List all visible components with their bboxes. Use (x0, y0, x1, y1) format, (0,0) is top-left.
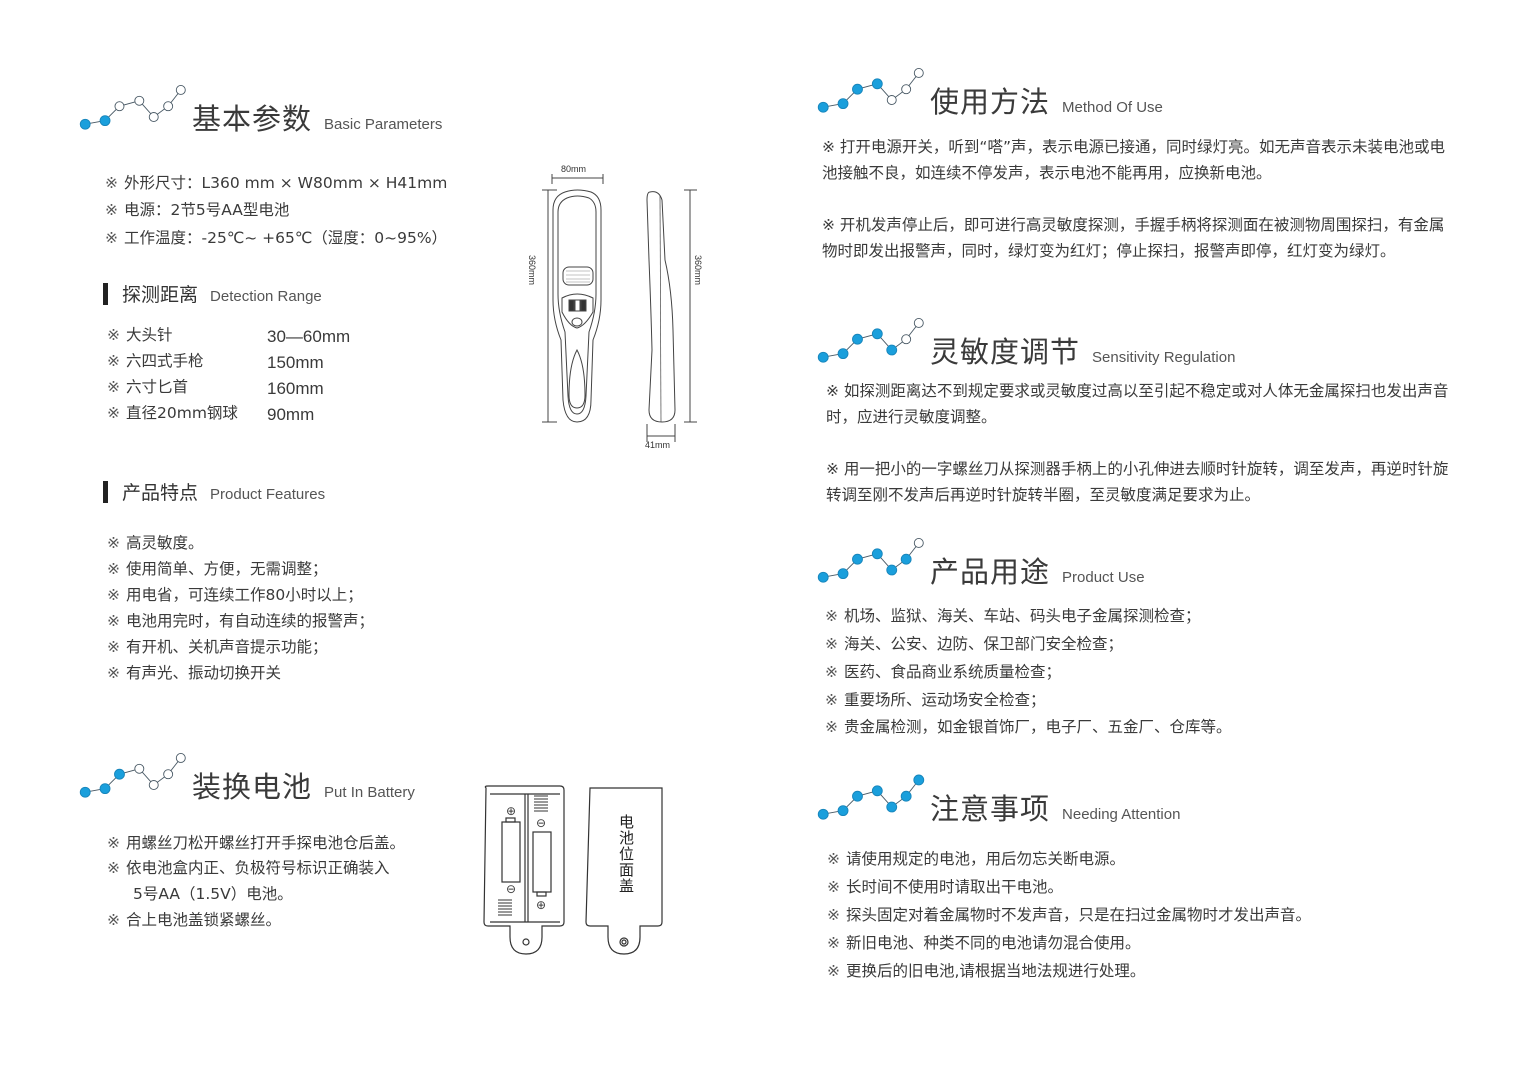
progress-dots-icon (817, 774, 925, 820)
section-title-en: Product Use (1062, 569, 1145, 586)
section-title-zh: 灵敏度调节 (930, 335, 1081, 369)
attention-item: ※探头固定对着金属物时不发声音，只是在扫过金属物时才发出声音。 (827, 906, 1312, 924)
section-product-use: 产品用途 Product Use (816, 535, 1145, 587)
feature-item: ※有开机、关机声音提示功能； (107, 638, 328, 656)
battery-step: ※依电池盒内正、负极符号标识正确装入 (107, 859, 390, 877)
progress-dots-icon (817, 318, 924, 363)
section-product-features: 产品特点 Product Features (103, 481, 325, 503)
feature-item: ※使用简单、方便，无需调整； (107, 560, 328, 578)
attention-item: ※请使用规定的电池，用后勿忘关断电源。 (827, 850, 1126, 868)
negative-terminal-icon: ⊖ (536, 816, 547, 830)
progress-dots-icon (817, 68, 924, 113)
section-title-en: Sensitivity Regulation (1092, 349, 1236, 366)
progress-dots-icon (817, 538, 924, 583)
metal-detector-drawing (542, 174, 697, 442)
section-detection-range: 探测距离 Detection Range (103, 283, 322, 305)
use-item: ※机场、监狱、海关、车站、码头电子金属探测检查； (825, 607, 1201, 625)
section-title-en: Put In Battery (324, 784, 415, 801)
battery-step: ※合上电池盖锁紧螺丝。 (107, 911, 282, 929)
feature-item: ※有声光、振动切换开关 (107, 664, 282, 682)
battery-box-drawing (483, 785, 663, 955)
section-title-zh: 探测距离 (122, 284, 199, 306)
sensitivity-paragraph: ※ 用一把小的一字螺丝刀从探测器手柄上的小孔伸进去顺时针旋转，调至发声，再逆时针… (826, 460, 1449, 504)
negative-terminal-icon: ⊖ (506, 882, 517, 896)
section-title-zh: 产品用途 (930, 555, 1051, 589)
section-title-zh: 装换电池 (192, 770, 313, 804)
usage-paragraph: ※ 打开电源开关，听到“嗒”声，表示电源已接通，同时绿灯亮。如无声音表示未装电池… (822, 138, 1445, 182)
section-put-in-battery: 装换电池 Put In Battery (78, 750, 415, 802)
positive-terminal-icon: ⊕ (506, 804, 517, 818)
section-needing-attention: 注意事项 Needing Attention (816, 772, 1180, 824)
progress-dots-icon (79, 753, 186, 798)
section-basic-parameters: 基本参数 Basic Parameters (78, 82, 442, 134)
section-title-zh: 注意事项 (930, 792, 1051, 826)
section-bar (103, 481, 108, 503)
attention-item: ※更换后的旧电池,请根据当地法规进行处理。 (827, 962, 1146, 980)
attention-item: ※长时间不使用时请取出干电池。 (827, 878, 1064, 896)
spec-item: ※工作温度：-25℃~ +65℃（湿度：0~95%） (105, 229, 448, 247)
battery-step-continuation: 5号AA（1.5V）电池。 (133, 885, 293, 903)
sensitivity-paragraph: ※ 如探测距离达不到规定要求或灵敏度过高以至引起不稳定或对人体无金属探扫也发出声… (826, 382, 1449, 426)
feature-item: ※电池用完时，有自动连续的报警声； (107, 612, 375, 630)
depth-dimension-label: 41mm (645, 440, 671, 450)
battery-compartment-diagram: ⊕ ⊖ ⊖ ⊕ 电池位面盖 (480, 782, 670, 957)
section-title-zh: 产品特点 (122, 482, 199, 504)
positive-terminal-icon: ⊕ (536, 898, 547, 912)
battery-step: ※用螺丝刀松开螺丝打开手探电池仓后盖。 (107, 834, 406, 852)
section-title-en: Detection Range (210, 288, 322, 305)
section-title-en: Needing Attention (1062, 806, 1181, 823)
length-dimension-label: 360mm (527, 255, 537, 286)
spec-item: ※电源：2节5号AA型电池 (105, 201, 290, 219)
progress-dots-icon (79, 85, 186, 130)
section-bar (103, 283, 108, 305)
feature-item: ※用电省，可连续工作80小时以上； (107, 586, 363, 604)
section-title-zh: 基本参数 (192, 102, 313, 136)
section-title-en: Product Features (210, 486, 326, 503)
section-method-of-use: 使用方法 Method Of Use (816, 65, 1163, 117)
length-dimension-label-side: 360mm (693, 255, 703, 286)
width-dimension-label: 80mm (561, 164, 587, 174)
use-item: ※医药、食品商业系统质量检查； (825, 663, 1062, 681)
section-title-zh: 使用方法 (930, 85, 1051, 119)
section-title-en: Method Of Use (1062, 99, 1163, 116)
use-item: ※海关、公安、边防、保卫部门安全检查； (825, 635, 1124, 653)
use-item: ※贵金属检测，如金银首饰厂，电子厂、五金厂、仓库等。 (825, 718, 1232, 736)
battery-cover-label: 电池位面盖 (617, 814, 635, 894)
section-title-en: Basic Parameters (324, 116, 443, 133)
feature-item: ※高灵敏度。 (107, 534, 204, 552)
use-item: ※重要场所、运动场安全检查； (825, 691, 1046, 709)
usage-paragraph: ※ 开机发声停止后，即可进行高灵敏度探测，手握手柄将探测面在被测物周围探扫，有金… (822, 216, 1445, 260)
spec-item: ※外形尺寸：L360 mm × W80mm × H41mm (105, 174, 448, 192)
device-dimension-diagram: 80mm 360mm 360mm 41mm (525, 160, 715, 460)
section-sensitivity-regulation: 灵敏度调节 Sensitivity Regulation (816, 315, 1235, 367)
attention-item: ※新旧电池、种类不同的电池请勿混合使用。 (827, 934, 1141, 952)
